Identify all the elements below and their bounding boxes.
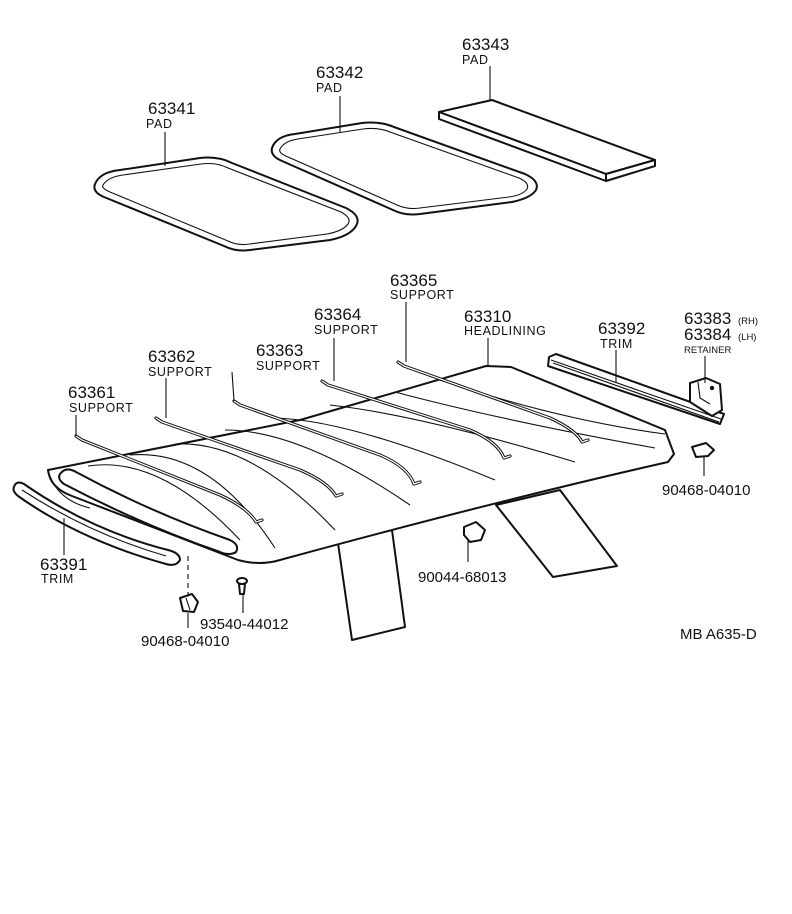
clip-90468-04010-left[interactable] [179, 593, 199, 613]
label-90044-68013: 90044-68013 [418, 569, 506, 586]
support-63361[interactable] [74, 434, 264, 524]
label-63342-name: PAD [316, 81, 343, 95]
label-90468-04010-right: 90468-04010 [662, 482, 750, 499]
support-63362[interactable] [154, 416, 344, 498]
label-93540-44012: 93540-44012 [200, 616, 288, 633]
pad-63341[interactable] [93, 156, 359, 252]
pad-63343[interactable] [438, 99, 656, 182]
support-63363[interactable] [232, 399, 422, 486]
clip-90044-68013[interactable] [463, 521, 486, 543]
leader-lines [63, 66, 706, 628]
label-63342-number: 63342 [316, 63, 363, 82]
screw-93540-44012[interactable] [236, 577, 248, 595]
label-63383-side: (RH) [738, 316, 758, 327]
clip-90468-04010-right[interactable] [691, 442, 715, 458]
label-63310-name: HEADLINING [464, 324, 546, 338]
label-63310-number: 63310 [464, 307, 511, 326]
label-63363-number: 63363 [256, 341, 303, 360]
label-63384-side: (LH) [738, 332, 756, 343]
label-63363-name: SUPPORT [256, 359, 320, 373]
label-63392-number: 63392 [598, 319, 645, 338]
label-63364-number: 63364 [314, 305, 361, 324]
support-63364[interactable] [320, 379, 512, 460]
label-63341-number: 63341 [148, 99, 195, 118]
label-63364-name: SUPPORT [314, 323, 378, 337]
label-63361-name: SUPPORT [69, 401, 133, 415]
label-63391-number: 63391 [40, 555, 87, 574]
label-63383-number: 63383 [684, 309, 731, 328]
retainer-63383-63384[interactable] [689, 377, 723, 417]
label-63343-number: 63343 [462, 35, 509, 54]
label-63384-number: 63384 [684, 325, 731, 344]
headlining-63310[interactable] [47, 365, 675, 641]
label-63392-name: TRIM [600, 337, 633, 351]
drawing-code: MB A635-D [680, 626, 757, 643]
label-63365-name: SUPPORT [390, 288, 454, 302]
label-63361-number: 63361 [68, 383, 115, 402]
trim-63392[interactable] [547, 353, 725, 425]
support-63365[interactable] [396, 360, 590, 444]
trim-63391[interactable] [12, 468, 239, 566]
label-63343-name: PAD [462, 53, 489, 67]
label-retainer-name: RETAINER [684, 345, 731, 356]
label-63365-number: 63365 [390, 271, 437, 290]
label-63362-name: SUPPORT [148, 365, 212, 379]
label-63391-name: TRIM [41, 572, 74, 586]
part-labels: 63341 PAD 63342 PAD 63343 PAD 63361 SUPP… [40, 35, 758, 650]
label-63341-name: PAD [146, 117, 173, 131]
label-90468-04010-left: 90468-04010 [141, 633, 229, 650]
label-63362-number: 63362 [148, 347, 195, 366]
